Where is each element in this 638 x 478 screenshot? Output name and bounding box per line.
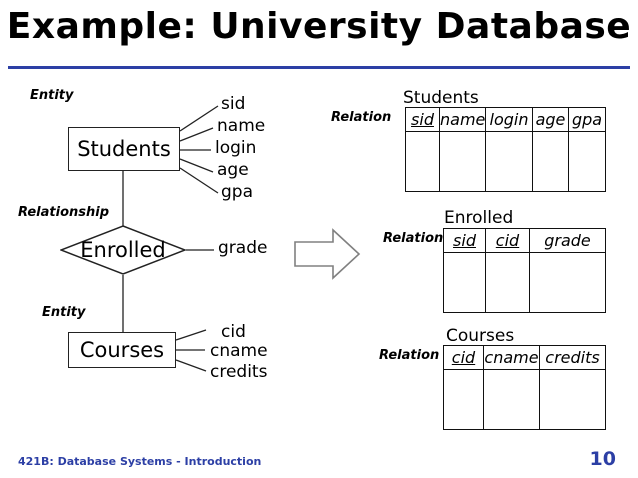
table-row[interactable] [405, 131, 606, 192]
label-relation-enrolled: Relation [383, 231, 444, 246]
attribute-cname: cname [210, 341, 268, 361]
table-cell[interactable] [483, 369, 540, 430]
entity-courses-box[interactable]: Courses [68, 332, 176, 368]
column-header-sid: sid [443, 228, 486, 253]
table-cell[interactable] [439, 131, 486, 192]
footer-course-label: 421B: Database Systems - Introduction [18, 455, 262, 468]
relation-enrolled-table[interactable]: sid cid grade [443, 228, 606, 313]
relation-courses-table[interactable]: cid cname credits [443, 345, 606, 430]
relation-students-caption: Students [403, 88, 479, 108]
column-header-age: age [532, 107, 569, 132]
column-header-credits: credits [539, 345, 606, 370]
relation-students-header-row: sid name login age gpa [405, 107, 606, 132]
attribute-sid: sid [221, 94, 246, 114]
attribute-gpa: gpa [221, 182, 253, 202]
table-row[interactable] [443, 252, 606, 313]
label-relation-students: Relation [331, 110, 392, 125]
relation-enrolled-caption: Enrolled [444, 208, 514, 228]
attribute-name: name [217, 116, 266, 136]
page-title: Example: University Database [6, 6, 632, 47]
column-header-cname: cname [483, 345, 540, 370]
relation-enrolled-header-row: sid cid grade [443, 228, 606, 253]
relationship-enrolled-label: Enrolled [80, 238, 166, 262]
column-header-name: name [439, 107, 486, 132]
label-entity-students: Entity [30, 88, 74, 103]
column-header-sid: sid [405, 107, 440, 132]
attribute-cid: cid [221, 322, 246, 342]
attribute-credits: credits [210, 362, 268, 382]
label-relationship: Relationship [18, 205, 110, 220]
column-header-login: login [485, 107, 533, 132]
column-header-grade: grade [529, 228, 606, 253]
relation-courses-header-row: cid cname credits [443, 345, 606, 370]
column-header-gpa: gpa [568, 107, 606, 132]
attribute-login: login [215, 138, 257, 158]
right-arrow-icon [294, 228, 361, 280]
table-row[interactable] [443, 369, 606, 430]
table-cell[interactable] [405, 131, 440, 192]
column-header-cid: cid [443, 345, 484, 370]
table-cell[interactable] [485, 131, 533, 192]
table-cell[interactable] [568, 131, 606, 192]
title-divider [8, 66, 630, 69]
attribute-grade: grade [218, 238, 268, 258]
relation-students-table[interactable]: sid name login age gpa [405, 107, 606, 192]
label-entity-courses: Entity [42, 305, 86, 320]
relationship-enrolled-diamond[interactable]: Enrolled [60, 225, 186, 275]
page-number: 10 [589, 448, 616, 470]
entity-students-box[interactable]: Students [68, 127, 180, 171]
table-cell[interactable] [539, 369, 606, 430]
label-relation-courses: Relation [379, 348, 440, 363]
column-header-cid: cid [485, 228, 530, 253]
table-cell[interactable] [529, 252, 606, 313]
table-cell[interactable] [443, 369, 484, 430]
relation-courses-caption: Courses [446, 326, 515, 346]
attribute-age: age [217, 160, 249, 180]
table-cell[interactable] [443, 252, 486, 313]
table-cell[interactable] [532, 131, 569, 192]
table-cell[interactable] [485, 252, 530, 313]
